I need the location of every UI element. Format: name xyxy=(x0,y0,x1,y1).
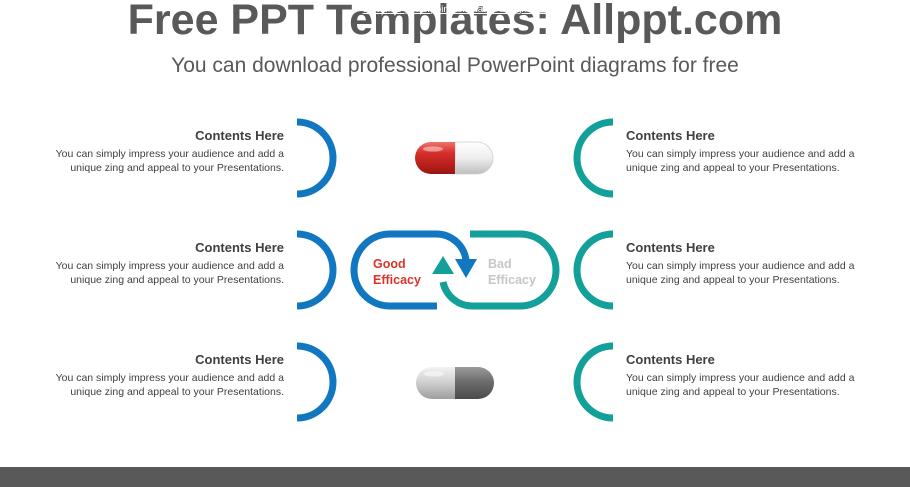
content-heading: Contents Here xyxy=(195,240,284,255)
content-block-left-3: Contents Here You can simply impress you… xyxy=(54,351,284,399)
content-block-left-2: Contents Here You can simply impress you… xyxy=(54,239,284,287)
content-heading: Contents Here xyxy=(195,128,284,143)
left-bracket-arc xyxy=(296,118,337,198)
content-block-right-3: Contents Here You can simply impress you… xyxy=(626,351,856,399)
content-text: You can simply impress your audience and… xyxy=(626,148,855,174)
footer-link[interactable]: www.free-powerpoint-templates-design.com xyxy=(362,4,548,15)
content-heading: Contents Here xyxy=(626,352,715,367)
good-efficacy-label-line2: Efficacy xyxy=(373,273,421,287)
left-bracket-arc xyxy=(296,342,337,422)
page-title: Free PPT Templates: Allppt.com xyxy=(127,0,783,44)
content-heading: Contents Here xyxy=(626,240,715,255)
content-text: You can simply impress your audience and… xyxy=(55,260,284,286)
bad-efficacy-cycle-arrow xyxy=(432,230,560,310)
left-bracket-arc xyxy=(296,230,337,310)
bad-efficacy-label-line2: Efficacy xyxy=(488,273,536,287)
content-heading: Contents Here xyxy=(195,352,284,367)
right-bracket-arc xyxy=(573,342,614,422)
content-heading: Contents Here xyxy=(626,128,715,143)
good-efficacy-label-line1: Good xyxy=(373,257,406,271)
content-text: You can simply impress your audience and… xyxy=(626,260,855,286)
bad-efficacy-label-line1: Bad xyxy=(488,257,512,271)
content-block-right-1: Contents Here You can simply impress you… xyxy=(626,127,856,175)
good-efficacy-cycle-arrow xyxy=(350,230,477,310)
page-subtitle: You can download professional PowerPoint… xyxy=(171,54,739,77)
content-text: You can simply impress your audience and… xyxy=(55,372,284,398)
content-text: You can simply impress your audience and… xyxy=(626,372,855,398)
footer-bar xyxy=(0,467,910,487)
content-block-left-1: Contents Here You can simply impress you… xyxy=(54,127,284,175)
content-block-right-2: Contents Here You can simply impress you… xyxy=(626,239,856,287)
content-text: You can simply impress your audience and… xyxy=(55,148,284,174)
gray-pill-capsule-icon xyxy=(416,367,494,399)
right-bracket-arc xyxy=(573,118,614,198)
right-bracket-arc xyxy=(573,230,614,310)
red-white-pill-capsule-icon xyxy=(415,141,494,175)
